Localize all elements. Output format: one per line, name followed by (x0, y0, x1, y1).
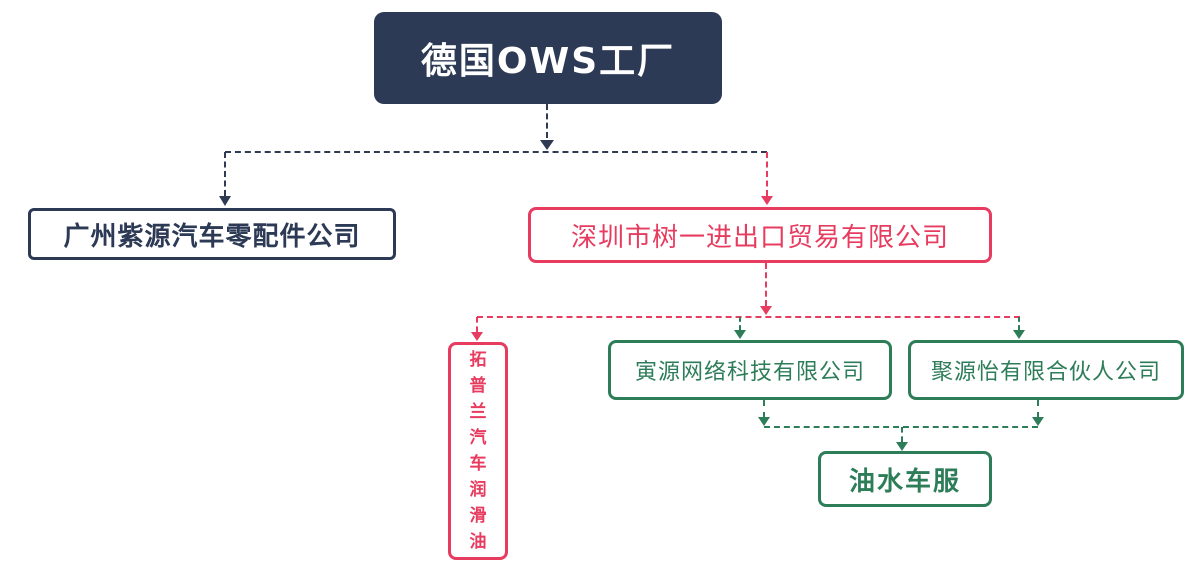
connector-to-topulan (476, 317, 478, 332)
node-guangzhou-ziyuan-auto-parts[interactable]: 广州紫源汽车零配件公司 (28, 208, 396, 260)
arrow-to-guangzhou-icon (219, 196, 231, 206)
node-youshui-car-service[interactable]: 油水车服 (818, 451, 992, 507)
arrow-to-topulan-icon (471, 332, 483, 341)
connector-root-stem (546, 104, 548, 138)
node-shenzhen-shuyi-import-export[interactable]: 深圳市树一进出口贸易有限公司 (528, 207, 992, 263)
arrow-yinyuan-join-icon (758, 417, 770, 426)
connector-to-juyuanyi (1018, 317, 1020, 330)
arrow-to-youshui-icon (896, 442, 908, 451)
arrow-shenzhen-split-icon (760, 306, 772, 315)
arrow-juyuanyi-join-icon (1032, 417, 1044, 426)
arrow-to-yinyuan-icon (734, 330, 746, 339)
connector-level1-rail (225, 151, 767, 153)
arrow-to-juyuanyi-icon (1013, 330, 1025, 339)
arrow-root-split-icon (540, 140, 554, 150)
connector-level2-rail (477, 316, 1020, 318)
connector-to-yinyuan (739, 317, 741, 330)
arrow-to-shenzhen-icon (761, 196, 773, 205)
node-juyuanyi-limited-partnership[interactable]: 聚源怡有限合伙人公司 (908, 340, 1184, 400)
connector-to-shenzhen (766, 152, 768, 196)
connector-yinyuan-stem (763, 400, 765, 418)
connector-to-youshui (901, 427, 903, 442)
connector-juyuanyi-stem (1037, 400, 1039, 418)
node-root-german-ows-factory[interactable]: 德国OWS工厂 (374, 12, 722, 104)
connector-to-guangzhou (224, 152, 226, 196)
connector-shenzhen-stem (765, 263, 767, 306)
node-yinyuan-network-tech[interactable]: 寅源网络科技有限公司 (608, 340, 892, 400)
vertical-node-label: 拓普兰汽车润滑油 (469, 350, 487, 552)
node-topulan-auto-lubricant[interactable]: 拓普兰汽车润滑油 (448, 342, 508, 560)
